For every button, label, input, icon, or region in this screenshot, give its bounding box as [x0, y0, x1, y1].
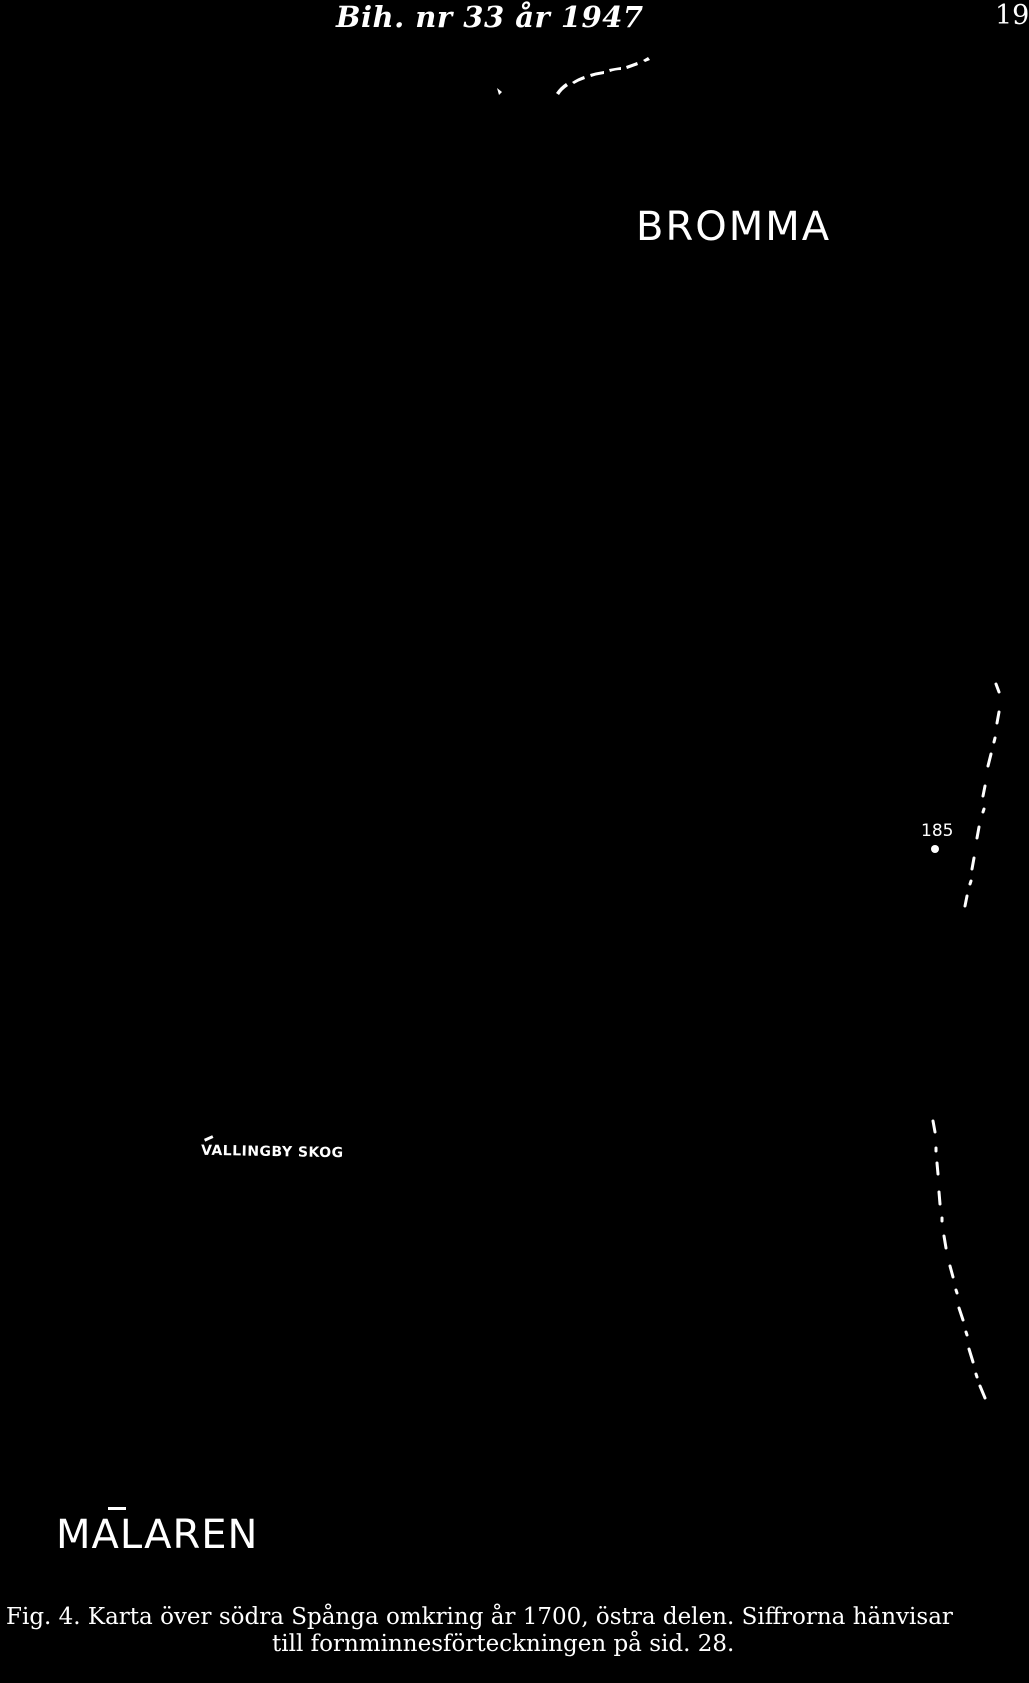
boundary-dash: [954, 1288, 959, 1295]
page-header-title: Bih. nr 33 år 1947: [336, 0, 644, 34]
place-label-vallingby-skog: VALLINGBY SKOG: [200, 1135, 344, 1162]
caption-line-1: Fig. 4. Karta över södra Spånga omkring …: [6, 1604, 953, 1630]
border-dash: [556, 83, 568, 95]
boundary-dash: [986, 752, 993, 768]
place-label-vallingby-skog-text: VALLINGBY SKOG: [200, 1142, 344, 1162]
boundary-dash: [931, 1119, 937, 1134]
boundary-dash: [992, 736, 997, 744]
figure-caption: Fig. 4. Karta över södra Spånga omkring …: [6, 1604, 1018, 1658]
macron-mark: [108, 1507, 126, 1510]
border-dash: [643, 57, 650, 62]
border-dash: [497, 88, 502, 95]
boundary-dash: [967, 1347, 975, 1364]
place-label-malaren: MALAREN: [56, 1507, 259, 1558]
boundary-dash: [995, 710, 1001, 725]
boundary-dash: [935, 1161, 940, 1176]
boundary-dash: [957, 1306, 965, 1322]
boundary-dash: [974, 1372, 979, 1379]
border-dash: [572, 76, 585, 84]
site-marker-dot: [931, 845, 939, 853]
parish-boundary-upper: [963, 682, 1001, 908]
boundary-dash: [964, 1330, 969, 1337]
place-label-bromma: BROMMA: [636, 204, 832, 250]
map: BROMMA VALLINGBY SKOG 185 MALAREN: [56, 57, 1001, 1558]
boundary-dash: [975, 825, 981, 840]
border-dash: [590, 71, 604, 77]
border-dash: [626, 62, 638, 69]
boundary-dash: [981, 807, 986, 814]
page-number: 19: [995, 0, 1029, 31]
boundary-dash: [963, 894, 969, 908]
map-lines: [497, 57, 1001, 1400]
boundary-dash: [970, 856, 976, 871]
site-number-185: 185: [921, 821, 954, 841]
boundary-dash: [994, 682, 1001, 694]
parish-boundary-lower: [931, 1119, 987, 1400]
boundary-dash: [942, 1234, 948, 1250]
place-label-malaren-text: MALAREN: [56, 1512, 259, 1558]
caption-line-2: till fornminnesförteckningen på sid. 28.: [272, 1631, 735, 1657]
boundary-dash: [981, 784, 987, 798]
boundary-dash: [978, 1384, 987, 1400]
border-dash: [609, 67, 621, 72]
boundary-dash: [937, 1190, 942, 1206]
boundary-dash: [948, 1264, 955, 1279]
top-border-fragment: [497, 57, 650, 95]
boundary-dash: [968, 879, 973, 886]
